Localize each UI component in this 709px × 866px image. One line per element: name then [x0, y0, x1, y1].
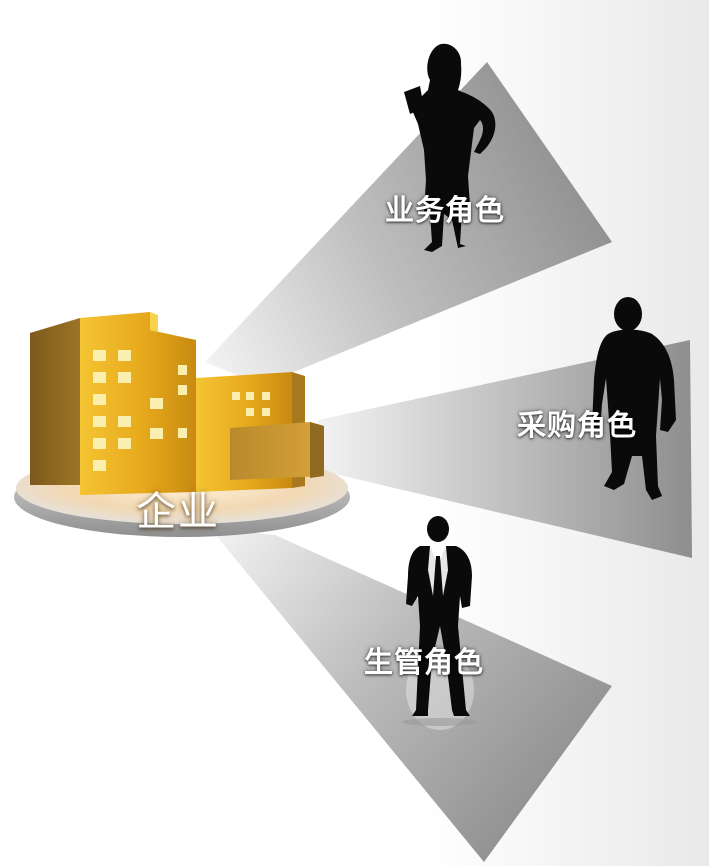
- office-building-icon: [14, 312, 350, 537]
- businessman-silhouette-icon: [592, 297, 676, 500]
- beam-business: [205, 62, 612, 385]
- manager-in-suit-silhouette-icon: [402, 516, 478, 730]
- role-label-purchasing: 采购角色: [517, 408, 638, 442]
- role-label-production: 生管角色: [364, 645, 485, 679]
- enterprise-label: 企业: [136, 489, 220, 535]
- businesswoman-silhouette-icon: [404, 43, 496, 252]
- beam-production: [210, 528, 612, 862]
- role-label-business: 业务角色: [385, 193, 506, 227]
